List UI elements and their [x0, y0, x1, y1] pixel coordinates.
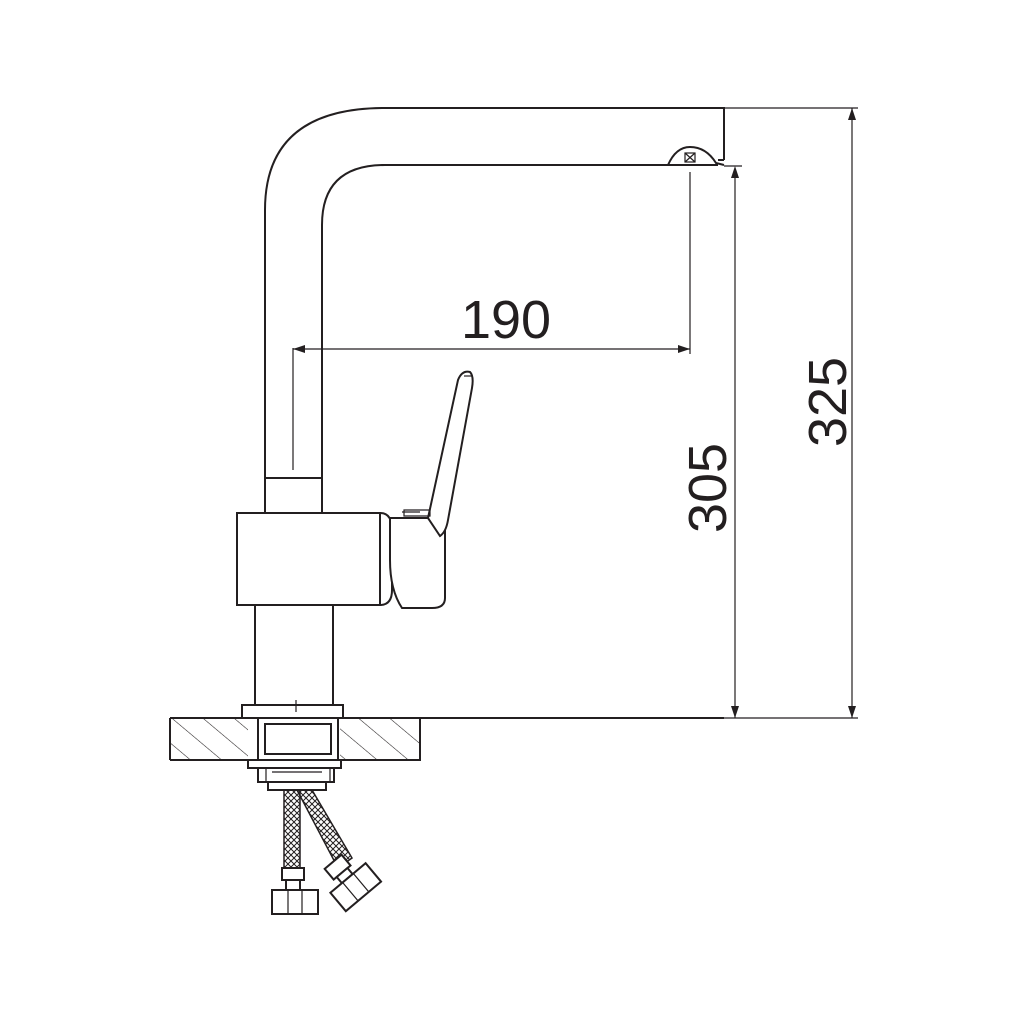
countertop-section	[169, 717, 724, 761]
mounting-shank	[247, 700, 342, 791]
flexible-hoses	[271, 789, 383, 915]
aerator-icon	[684, 152, 696, 163]
dimension-outlet-height: 305	[678, 165, 742, 718]
lever-handle	[389, 370, 474, 609]
dimension-spout-reach: 190	[292, 172, 691, 470]
faucet-body	[236, 477, 393, 719]
dimension-total-height: 325	[724, 107, 858, 719]
dimension-label-total-height: 325	[798, 357, 858, 447]
dimension-label-outlet-height: 305	[678, 443, 738, 533]
spout	[264, 107, 725, 478]
dimension-label-spout-reach: 190	[461, 290, 551, 350]
